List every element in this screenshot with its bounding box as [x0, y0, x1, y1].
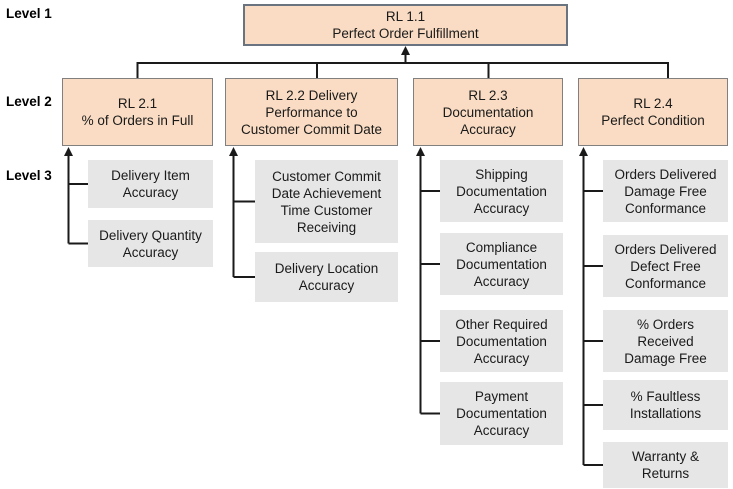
metric-customer-commit-date-achievement: Customer Commit Date Achievement Time Cu…: [255, 160, 398, 243]
metric-shipping-documentation-accuracy: Shipping Documentation Accuracy: [440, 160, 563, 222]
metric-orders-received-damage-free: % Orders Received Damage Free: [603, 310, 728, 372]
metric-orders-delivered-defect-free: Orders Delivered Defect Free Conformance: [603, 235, 728, 297]
trunk-rl22-head: [229, 147, 238, 156]
metric-other-required-documentation-accuracy: Other Required Documentation Accuracy: [440, 310, 563, 372]
trunk-rl21: [67, 154, 88, 245]
metric-warranty-and-returns: Warranty & Returns: [603, 442, 728, 488]
trunk-rl24: [582, 154, 603, 466]
metric-payment-documentation-accuracy: Payment Documentation Accuracy: [440, 382, 563, 445]
trunk-rl22: [232, 154, 255, 278]
metric-delivery-quantity-accuracy: Delivery Quantity Accuracy: [88, 220, 213, 267]
metric-delivery-location-accuracy: Delivery Location Accuracy: [255, 252, 398, 302]
bus-line: [136, 62, 669, 78]
level-2-label: Level 2: [6, 94, 52, 109]
trunk-rl23: [419, 154, 440, 415]
metric-compliance-documentation-accuracy: Compliance Documentation Accuracy: [440, 233, 563, 295]
arrow-to-root-head: [401, 46, 410, 55]
node-rl-2-1: RL 2.1 % of Orders in Full: [62, 78, 213, 146]
trunk-rl23-head: [416, 147, 425, 156]
metric-faultless-installations: % Faultless Installations: [603, 380, 728, 430]
trunk-rl24-head: [579, 147, 588, 156]
node-rl-2-3: RL 2.3 Documentation Accuracy: [413, 78, 563, 146]
node-rl-2-4: RL 2.4 Perfect Condition: [578, 78, 728, 146]
trunk-rl21-head: [64, 147, 73, 156]
level-3-label: Level 3: [6, 168, 52, 183]
node-rl-2-2: RL 2.2 Delivery Performance to Customer …: [225, 78, 398, 146]
level-1-label: Level 1: [6, 6, 52, 21]
node-rl-1-1: RL 1.1 Perfect Order Fulfillment: [243, 4, 568, 46]
metric-delivery-item-accuracy: Delivery Item Accuracy: [88, 160, 213, 208]
metric-orders-delivered-damage-free: Orders Delivered Damage Free Conformance: [603, 160, 728, 222]
